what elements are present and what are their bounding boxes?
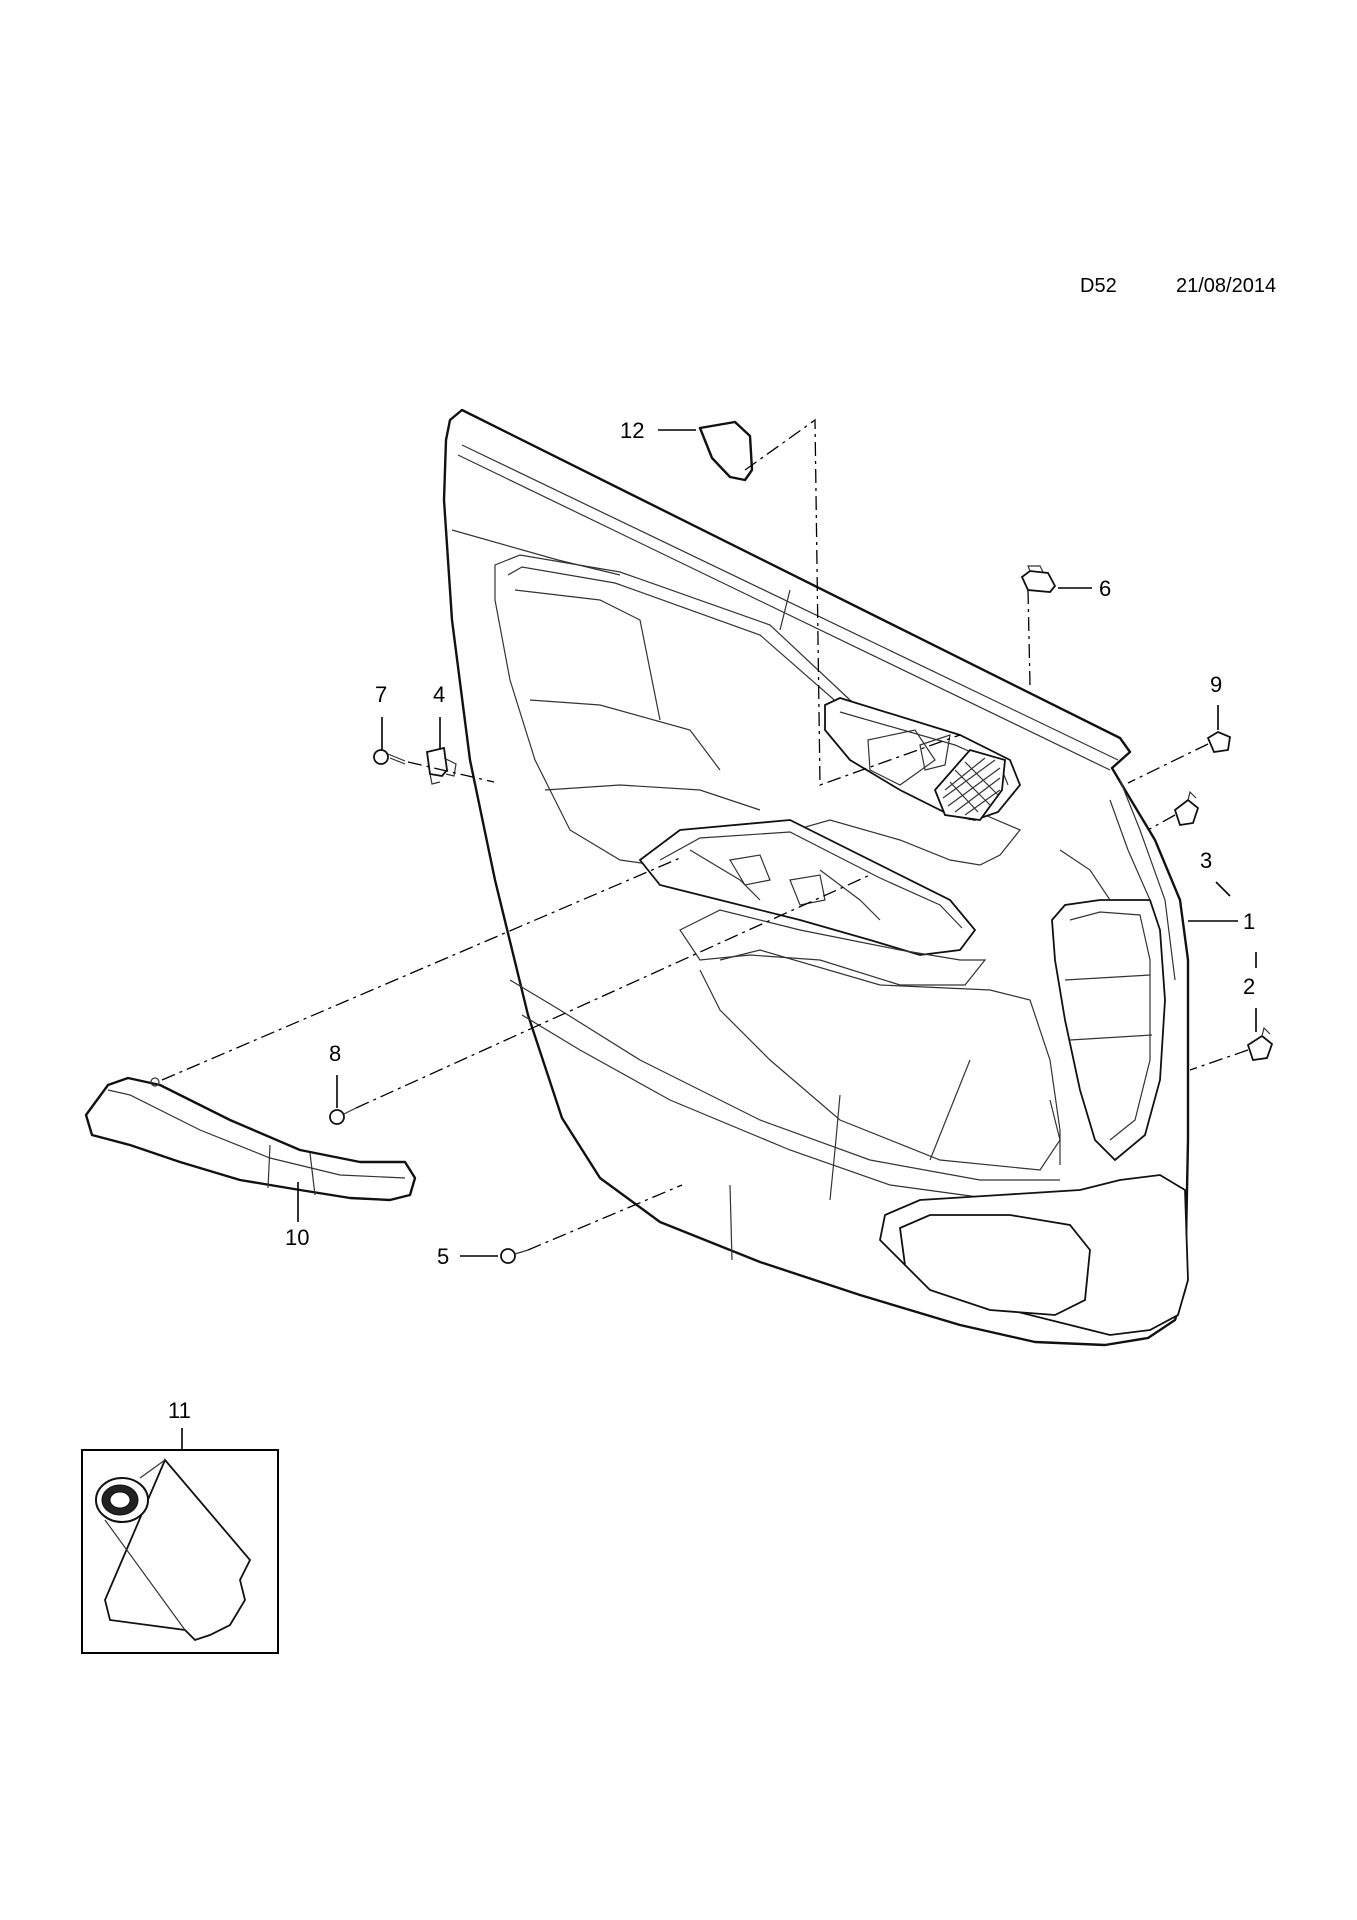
clip-9 bbox=[1206, 730, 1231, 753]
leader-lines bbox=[181, 429, 1257, 1450]
callout-labels: 1 2 3 4 5 6 7 8 9 10 11 12 bbox=[168, 418, 1255, 1423]
clip-3 bbox=[1173, 790, 1200, 827]
diagram-date: 21/08/2014 bbox=[1176, 275, 1277, 297]
clip-part bbox=[1020, 565, 1057, 593]
lower-trim-molding bbox=[84, 1076, 417, 1202]
callout-11: 11 bbox=[168, 1398, 191, 1423]
screw-5 bbox=[500, 1248, 529, 1264]
callout-3: 3 bbox=[1200, 848, 1212, 873]
door-trim-panel bbox=[442, 408, 1190, 1347]
screw-7 bbox=[373, 749, 406, 765]
callout-7: 7 bbox=[375, 682, 387, 707]
clip-2 bbox=[1246, 1026, 1274, 1061]
assembly-lines bbox=[161, 418, 1249, 1251]
bracket-part bbox=[425, 746, 457, 785]
diagram-code: D52 bbox=[1080, 275, 1117, 297]
callout-1: 1 bbox=[1243, 909, 1255, 934]
callout-6: 6 bbox=[1099, 576, 1111, 601]
tape-roll-box bbox=[81, 1449, 279, 1654]
callout-12: 12 bbox=[620, 418, 644, 443]
cap-part bbox=[698, 420, 754, 482]
callout-9: 9 bbox=[1210, 672, 1222, 697]
callout-4: 4 bbox=[433, 682, 445, 707]
callout-8: 8 bbox=[329, 1041, 341, 1066]
callout-5: 5 bbox=[437, 1244, 449, 1269]
callout-10: 10 bbox=[285, 1225, 309, 1250]
screw-8 bbox=[329, 1107, 357, 1125]
callout-2: 2 bbox=[1243, 974, 1255, 999]
